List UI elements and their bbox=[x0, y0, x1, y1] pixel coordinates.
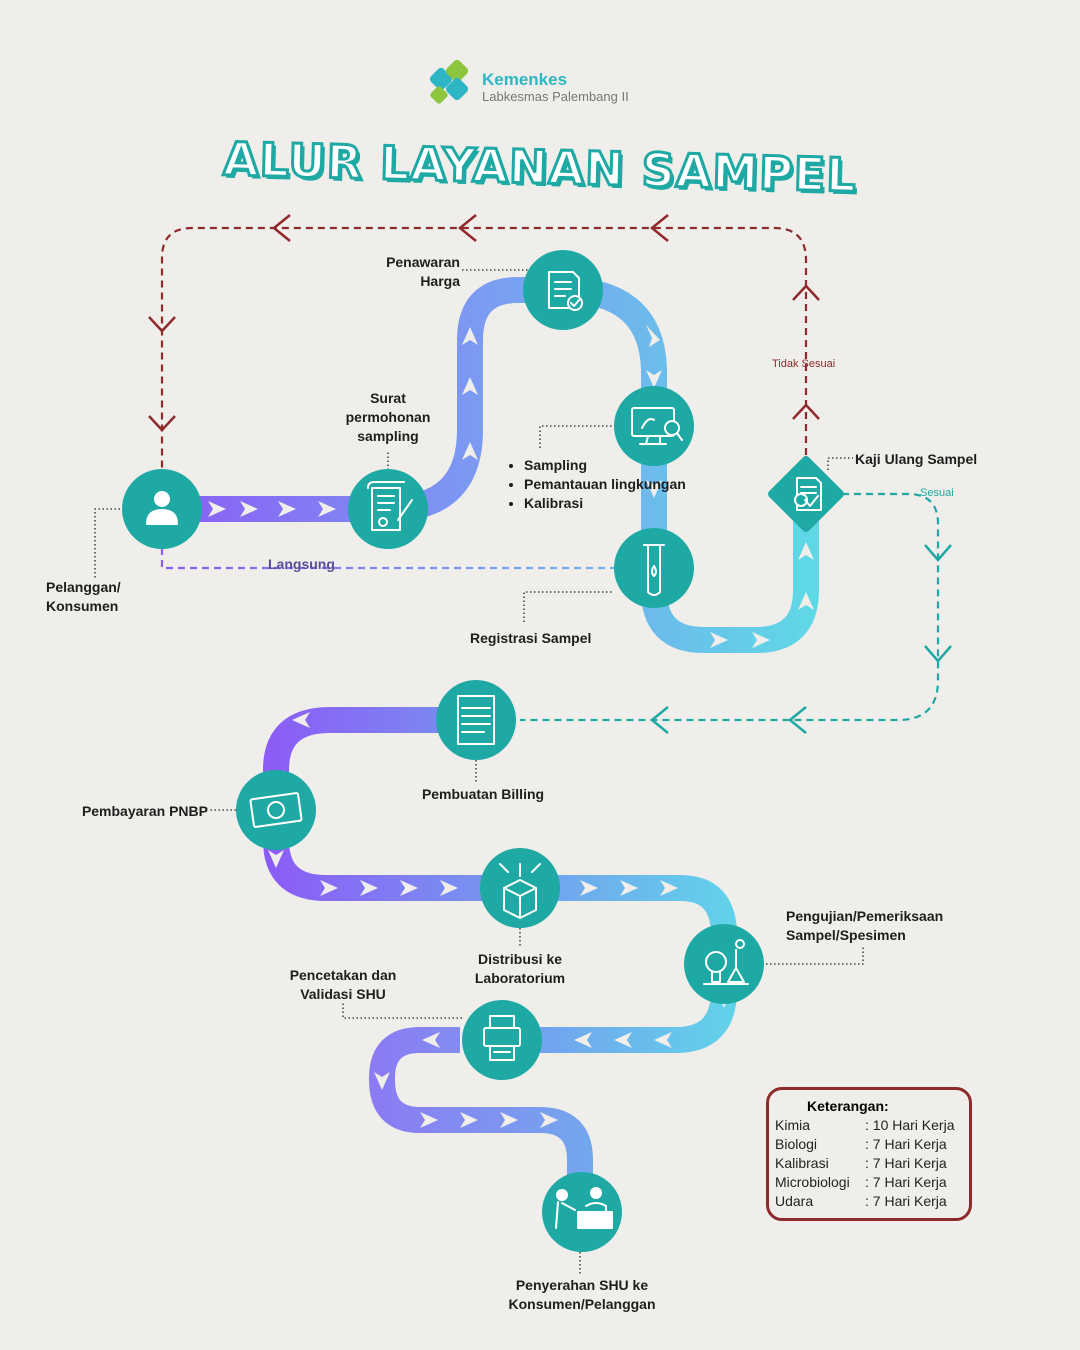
legend-title: Keterangan: bbox=[807, 1098, 889, 1114]
label-registrasi: Registrasi Sampel bbox=[470, 630, 592, 646]
label-pengujian: Pengujian/Pemeriksaan Sampel/Spesimen bbox=[786, 908, 944, 943]
label-tidak-sesuai: Tidak Sesuai bbox=[772, 358, 836, 370]
legend-box: Keterangan: Kimia : 10 Hari Kerja Biologi… bbox=[766, 1087, 972, 1221]
label-penyerahan: Penyerahan SHU ke Konsumen/Pelanggan bbox=[508, 1277, 656, 1312]
list-item: Pemantauan lingkungan bbox=[524, 475, 686, 494]
label-pencetakan: Pencetakan dan Validasi SHU bbox=[289, 967, 397, 1002]
label-penawaran: Penawaran Harga bbox=[386, 254, 460, 289]
legend-value: : 10 Hari Kerja bbox=[865, 1117, 955, 1133]
list-item: Sampling bbox=[524, 456, 686, 475]
legend-value: : 7 Hari Kerja bbox=[865, 1155, 947, 1171]
page-title: ALUR LAYANAN SAMPEL bbox=[221, 130, 859, 204]
legend-name: Kalibrasi bbox=[775, 1155, 829, 1171]
lab-gear-icon bbox=[703, 939, 749, 985]
document-check-icon bbox=[548, 271, 583, 311]
label-langsung: Langsung bbox=[268, 556, 335, 572]
step-nodes bbox=[122, 250, 844, 1252]
legend-row: Kalibrasi : 7 Hari Kerja bbox=[775, 1155, 971, 1171]
lower-flow-ribbon bbox=[369, 1027, 593, 1200]
money-icon bbox=[249, 792, 303, 828]
legend-row: Kimia : 10 Hari Kerja bbox=[775, 1117, 971, 1133]
upper-flow-ribbon bbox=[162, 277, 819, 653]
label-billing: Pembuatan Billing bbox=[421, 786, 545, 802]
pencetakan-node bbox=[462, 1000, 542, 1080]
registrasi-node bbox=[614, 528, 694, 608]
box-distribution-icon bbox=[499, 863, 541, 919]
label-pembayaran: Pembayaran PNBP bbox=[81, 803, 208, 819]
user-icon bbox=[146, 491, 178, 525]
langsung-route-line bbox=[160, 548, 615, 570]
legend-row: Udara : 7 Hari Kerja bbox=[775, 1193, 971, 1209]
scroll-icon bbox=[367, 481, 413, 531]
pembayaran-node bbox=[236, 770, 316, 850]
billing-node bbox=[436, 680, 516, 760]
logo-title: Kemenkes bbox=[482, 70, 568, 89]
label-pelanggan: Pelanggan/ Konsumen bbox=[46, 579, 121, 614]
logo-subtitle: Labkesmas Palembang II bbox=[482, 89, 629, 104]
title-wrap: ALUR LAYANAN SAMPEL bbox=[0, 130, 1080, 204]
printer-icon bbox=[483, 1015, 521, 1061]
legend-row: Biologi : 7 Hari Kerja bbox=[775, 1136, 971, 1152]
legend-name: Microbiologi bbox=[775, 1174, 850, 1190]
legend-value: : 7 Hari Kerja bbox=[865, 1136, 947, 1152]
legend-name: Kimia bbox=[775, 1117, 811, 1133]
sampling-list: Sampling Pemantauan lingkungan Kalibrasi bbox=[506, 456, 686, 513]
label-distribusi: Distribusi ke Laboratorium bbox=[474, 951, 566, 986]
feedback-loop-line bbox=[148, 214, 820, 470]
monitor-analysis-icon bbox=[631, 407, 683, 445]
handover-icon bbox=[555, 1187, 613, 1229]
distribusi-node bbox=[480, 848, 560, 928]
legend-name: Udara bbox=[775, 1193, 814, 1209]
legend-row: Microbiologi : 7 Hari Kerja bbox=[775, 1174, 971, 1190]
label-sesuai: Sesuai bbox=[920, 487, 954, 499]
label-kaji-ulang: Kaji Ulang Sampel bbox=[855, 451, 978, 467]
pengujian-node bbox=[684, 924, 764, 1004]
label-surat: Surat permohonan sampling bbox=[345, 390, 431, 444]
sesuai-route-line bbox=[520, 492, 952, 734]
legend-value: : 7 Hari Kerja bbox=[865, 1174, 947, 1190]
legend-name: Biologi bbox=[775, 1136, 818, 1152]
invoice-icon bbox=[457, 695, 495, 745]
test-tube-icon bbox=[643, 544, 665, 596]
lower-ribbon-chevrons bbox=[374, 1032, 558, 1128]
sampling-node bbox=[614, 386, 694, 466]
upper-ribbon-chevrons bbox=[208, 325, 814, 648]
document-search-icon bbox=[794, 477, 822, 511]
kemenkes-logo-icon bbox=[429, 59, 469, 104]
list-item: Kalibrasi bbox=[524, 494, 686, 513]
leader-lines bbox=[94, 269, 864, 1275]
legend-value: : 7 Hari Kerja bbox=[865, 1193, 947, 1209]
